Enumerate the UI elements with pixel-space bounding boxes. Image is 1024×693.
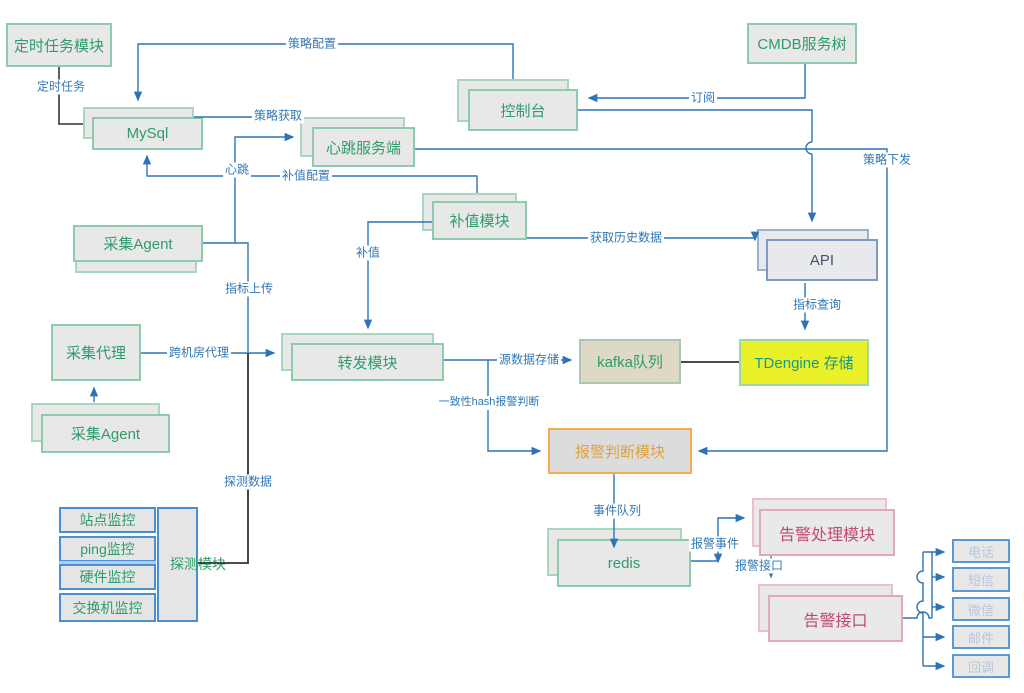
node-cmdb: CMDB服务树 <box>747 23 857 64</box>
node-switch-monitor: 交换机监控 <box>59 593 156 622</box>
edge-metric-upload <box>235 242 249 352</box>
node-label: API <box>809 251 835 269</box>
node-label: CMDB服务树 <box>757 36 847 53</box>
node-label: 采集Agent <box>103 236 173 253</box>
node-ping-monitor: ping监控 <box>59 536 156 562</box>
node-label: 报警判断模块 <box>574 443 665 461</box>
label-policy-down: 策略下发 <box>860 152 914 168</box>
label-heartbeat: 心跳 <box>222 162 252 178</box>
label-subscribe: 订阅 <box>688 90 718 106</box>
node-heartbeat-server: 心跳服务端 <box>312 127 415 167</box>
node-wechat: 微信 <box>952 597 1010 621</box>
edge-fan-trunk-left <box>916 552 924 666</box>
monitor-highlight-strip <box>59 561 156 566</box>
label-alarm-event: 报警事件 <box>688 536 742 552</box>
node-label: 补值模块 <box>449 213 510 230</box>
node-label: 告警处理模块 <box>778 526 875 544</box>
node-console: 控制台 <box>468 89 578 131</box>
label-metric-query: 指标查询 <box>790 297 844 313</box>
label-policy-config: 策略配置 <box>285 36 339 52</box>
node-label: 心跳服务端 <box>325 139 401 157</box>
node-api: API <box>766 239 878 281</box>
node-collect-proxy: 采集代理 <box>51 324 141 381</box>
node-scheduled-task: 定时任务模块 <box>6 23 112 67</box>
label-source-store: 源数据存储 <box>496 352 562 368</box>
node-label: 告警接口 <box>803 612 868 630</box>
node-label: 邮件 <box>967 630 994 646</box>
node-label: 微信 <box>967 602 994 618</box>
node-label: 采集Agent <box>70 426 141 443</box>
node-label: redis <box>607 554 641 572</box>
label-get-history: 获取历史数据 <box>587 230 665 246</box>
node-label: 采集代理 <box>65 345 126 362</box>
label-alarm-interface: 报警接口 <box>732 558 786 574</box>
node-sms: 短信 <box>952 567 1010 592</box>
node-kafka: kafka队列 <box>579 339 681 384</box>
node-label: 短信 <box>967 573 994 588</box>
label-event-queue: 事件队列 <box>590 503 644 519</box>
node-hardware-monitor: 硬件监控 <box>59 564 156 590</box>
label-metric-upload: 指标上传 <box>222 281 276 297</box>
edge-heartbeat <box>203 132 295 244</box>
node-label: 回调 <box>967 659 994 675</box>
label-probe-data: 探测数据 <box>221 474 275 490</box>
edge-probe-data <box>198 353 249 564</box>
node-label: 定时任务模块 <box>13 37 104 55</box>
edge-fan-feed <box>903 611 932 619</box>
node-label: kafka队列 <box>597 354 663 371</box>
edge-console-api-1 <box>578 109 813 142</box>
node-label: 硬件监控 <box>79 569 136 585</box>
node-tdengine: TDengine 存储 <box>739 339 869 386</box>
node-collect-agent-bottom: 采集Agent <box>41 414 170 453</box>
node-alarm-judge: 报警判断模块 <box>548 428 692 474</box>
node-phone: 电话 <box>952 539 1010 563</box>
node-supplement: 补值模块 <box>432 201 527 240</box>
node-collect-agent-top: 采集Agent <box>73 225 203 262</box>
label-scheduled-task: 定时任务 <box>34 79 88 95</box>
node-label: TDengine 存储 <box>754 355 854 372</box>
node-label: 控制台 <box>500 102 546 120</box>
label-cross-idc: 跨机房代理 <box>166 345 232 361</box>
label-policy-get: 策略获取 <box>251 108 305 124</box>
node-label: 交换机监控 <box>72 599 143 616</box>
label-consistent-hash: 一致性hash报警判断 <box>436 396 542 410</box>
node-redis: redis <box>557 539 691 587</box>
edge-supplement <box>363 221 432 330</box>
node-site-monitor: 站点监控 <box>59 507 156 533</box>
node-alert-interface: 告警接口 <box>768 595 903 642</box>
node-label: 探测模块 <box>170 555 226 572</box>
node-forward: 转发模块 <box>291 343 444 381</box>
label-supplement-config: 补值配置 <box>279 168 333 184</box>
node-probe-module: 探测模块 <box>157 507 226 622</box>
label-supplement: 补值 <box>353 245 383 261</box>
node-mysql: MySql <box>92 117 203 150</box>
node-callback: 回调 <box>952 654 1010 678</box>
node-label: MySql <box>126 125 169 142</box>
edge-scheduled-task <box>58 67 83 125</box>
node-label: 电话 <box>967 544 994 560</box>
node-email: 邮件 <box>952 625 1010 649</box>
node-label: 转发模块 <box>337 354 398 372</box>
edge-console-api-hop <box>805 141 813 155</box>
node-label: ping监控 <box>80 541 135 557</box>
node-label: 站点监控 <box>79 512 136 528</box>
node-alert-process: 告警处理模块 <box>759 509 895 556</box>
